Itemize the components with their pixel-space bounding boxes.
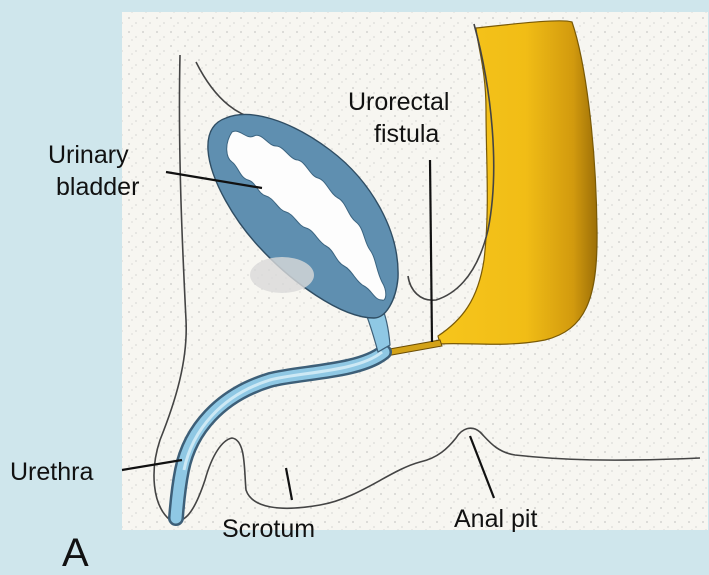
label-anal-pit: Anal pit	[454, 505, 537, 533]
label-urinary-bladder-line1: Urinary	[48, 141, 129, 169]
pubic-structure	[250, 257, 314, 293]
label-scrotum: Scrotum	[222, 515, 315, 543]
label-urethra: Urethra	[10, 458, 93, 486]
panel-letter: A	[62, 531, 89, 575]
frame-top-band	[0, 0, 709, 12]
label-urinary-bladder-line2: bladder	[56, 173, 139, 201]
label-urorectal-fistula-line2: fistula	[374, 120, 439, 148]
label-urorectal-fistula-line1: Urorectal	[348, 88, 449, 116]
